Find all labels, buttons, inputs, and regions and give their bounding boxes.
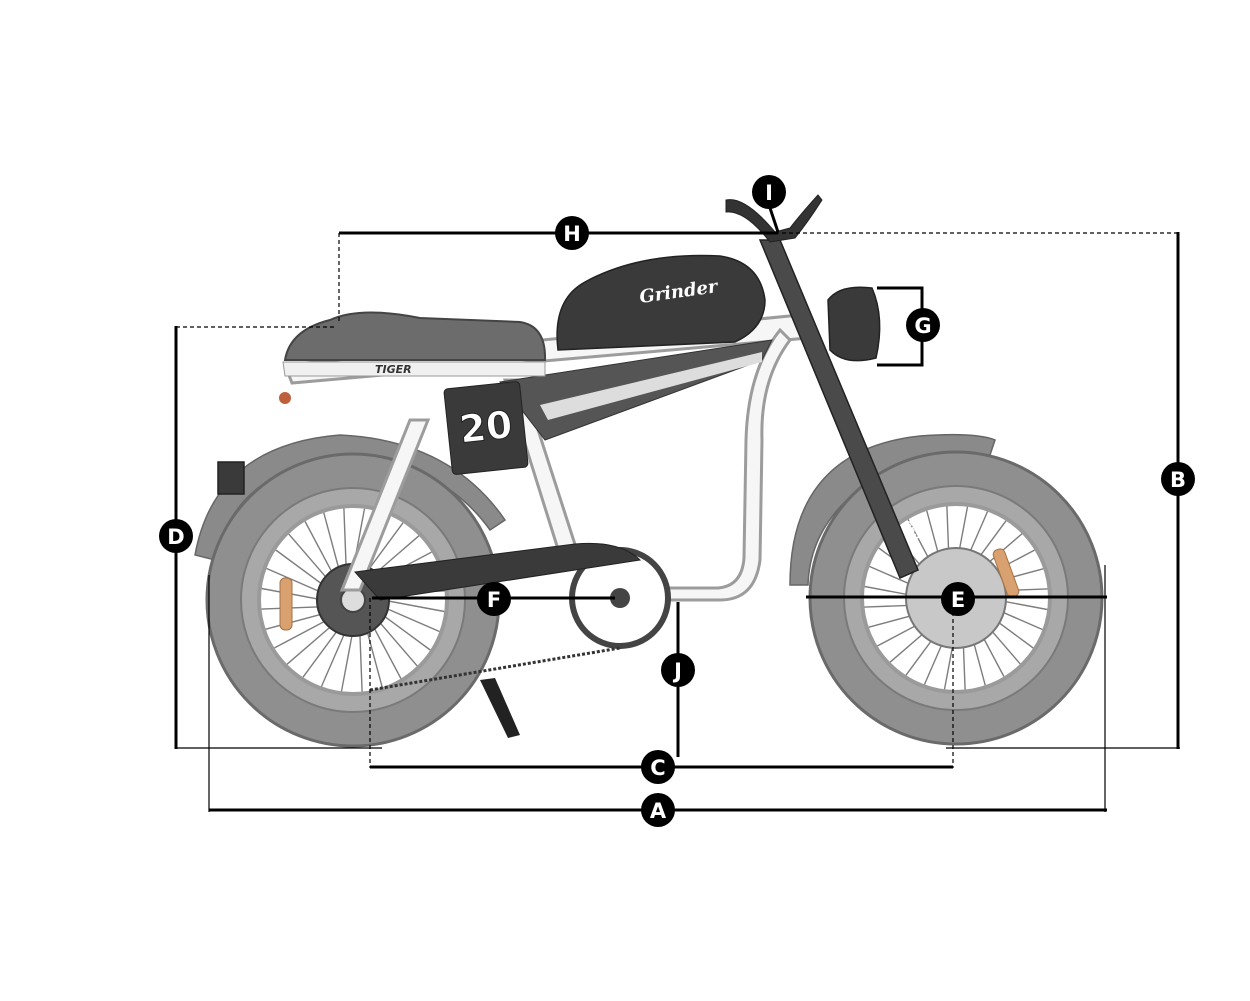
badge-d: D [159,519,193,553]
badge-i-label: I [765,181,773,205]
dimension-i-line [768,207,780,233]
badge-j: J [661,653,695,687]
dimension-annotations: A B C D E F G H [159,175,1195,827]
rear-fender-flap [217,461,245,495]
seat [283,311,547,361]
badge-e: E [941,582,975,616]
badge-f: F [477,582,511,616]
number-plate-text: 20 [457,402,514,451]
chain-lower [369,646,621,692]
tail-light [279,392,291,404]
badge-h: H [555,216,589,250]
badge-d-label: D [167,525,184,549]
rear-wheel [205,452,501,748]
seat-rail [282,361,546,377]
badge-a: A [641,793,675,827]
kickstand [480,678,520,738]
badge-i: I [752,175,786,209]
frame-brand-label: TIGER [375,363,412,376]
ebike-illustration: 20 TIGER Grinder ebikes [194,194,1104,748]
badge-c: C [641,750,675,784]
badge-g: G [906,308,940,342]
seat-stay [339,418,431,592]
badge-a-label: A [650,799,667,823]
side-panel-stripe-light [540,352,762,420]
badge-e-label: E [951,588,965,612]
badge-b-label: B [1170,468,1186,492]
rear-reflector [279,577,293,631]
rear-hub [340,587,366,613]
handlebar [725,194,823,243]
badge-g-label: G [914,314,931,338]
front-fender [789,433,996,586]
badge-b: B [1161,462,1195,496]
number-plate [443,381,529,475]
badge-c-label: C [650,756,665,780]
badge-f-label: F [487,588,501,612]
headlight [827,286,881,362]
chain-guard [353,542,642,601]
chainring-center [610,588,630,608]
badge-j-label: J [672,659,682,683]
fuel-tank [556,254,766,351]
badge-h-label: H [563,222,581,246]
